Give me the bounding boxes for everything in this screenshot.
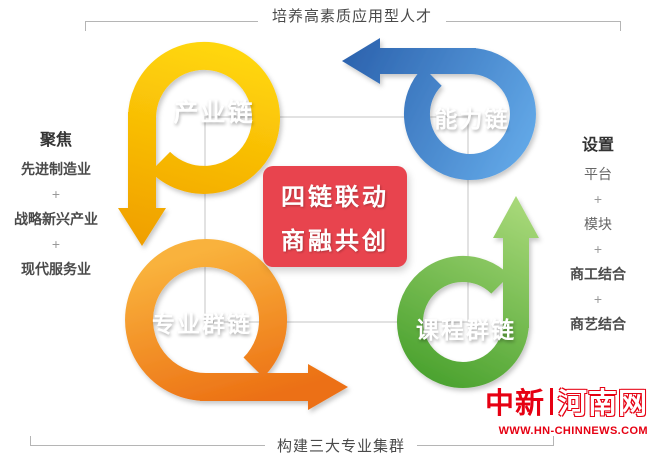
industry-chain-label: 产业链: [173, 99, 255, 127]
course-group-chain-ring: [397, 196, 539, 388]
left-panel-heading: 聚焦: [39, 132, 72, 149]
major-group-chain-arc: [125, 239, 288, 401]
up-arrow-icon: [493, 196, 539, 238]
bottom-banner-text: 构建三大专业集群: [264, 433, 418, 458]
right-panel-item: 模块: [584, 216, 612, 232]
major-group-chain-ring: [125, 239, 348, 410]
ability-chain-label: 能力链: [434, 106, 510, 132]
plus-sign: +: [593, 191, 603, 207]
course-group-chain-label: 课程群链: [416, 317, 516, 343]
right-panel-heading: 设置: [581, 137, 614, 154]
watermark-url: WWW.HN-CHINNEWS.COM: [498, 425, 648, 437]
plus-sign: +: [51, 236, 61, 252]
right-arrow-icon: [308, 364, 348, 410]
site-watermark: 中新 河南网 WWW.HN-CHINNEWS.COM: [485, 380, 648, 437]
right-panel-item: 商工结合: [570, 266, 626, 282]
right-panel-item: 商艺结合: [570, 316, 626, 332]
center-slogan-line1: 四链联动: [281, 184, 389, 211]
watermark-divider: [549, 387, 553, 415]
watermark-logo: 中新 河南网: [485, 380, 648, 422]
ability-chain-arc: [403, 48, 536, 180]
industry-chain-arc: [128, 41, 280, 194]
watermark-brand-left: 中新: [484, 388, 545, 420]
right-setup-panel: 设置 平台 + 模块 + 商工结合 + 商艺结合: [546, 131, 650, 341]
right-panel-item: 平台: [584, 166, 612, 182]
connector-frame: [204, 116, 469, 323]
center-slogan-box: 四链联动 商融共创: [263, 166, 407, 267]
plus-sign: +: [593, 291, 603, 307]
major-group-chain-label: 专业群链: [152, 311, 252, 337]
plus-sign: +: [51, 186, 61, 202]
left-panel-item: 先进制造业: [21, 161, 91, 177]
left-panel-item: 现代服务业: [21, 261, 91, 277]
plus-sign: +: [593, 241, 603, 257]
industry-chain-ring: [118, 41, 280, 246]
left-arrow-icon: [342, 38, 380, 84]
watermark-brand-right: 河南网: [557, 388, 648, 420]
left-focus-panel: 聚焦 先进制造业 + 战略新兴产业 + 现代服务业: [0, 126, 112, 286]
course-group-chain-arc: [397, 255, 529, 388]
center-slogan-line2: 商融共创: [281, 228, 389, 255]
ability-chain-ring: [342, 38, 536, 180]
left-panel-item: 战略新兴产业: [14, 211, 98, 227]
down-arrow-icon: [118, 208, 166, 246]
top-banner-text: 培养高素质应用型人才: [257, 3, 447, 28]
